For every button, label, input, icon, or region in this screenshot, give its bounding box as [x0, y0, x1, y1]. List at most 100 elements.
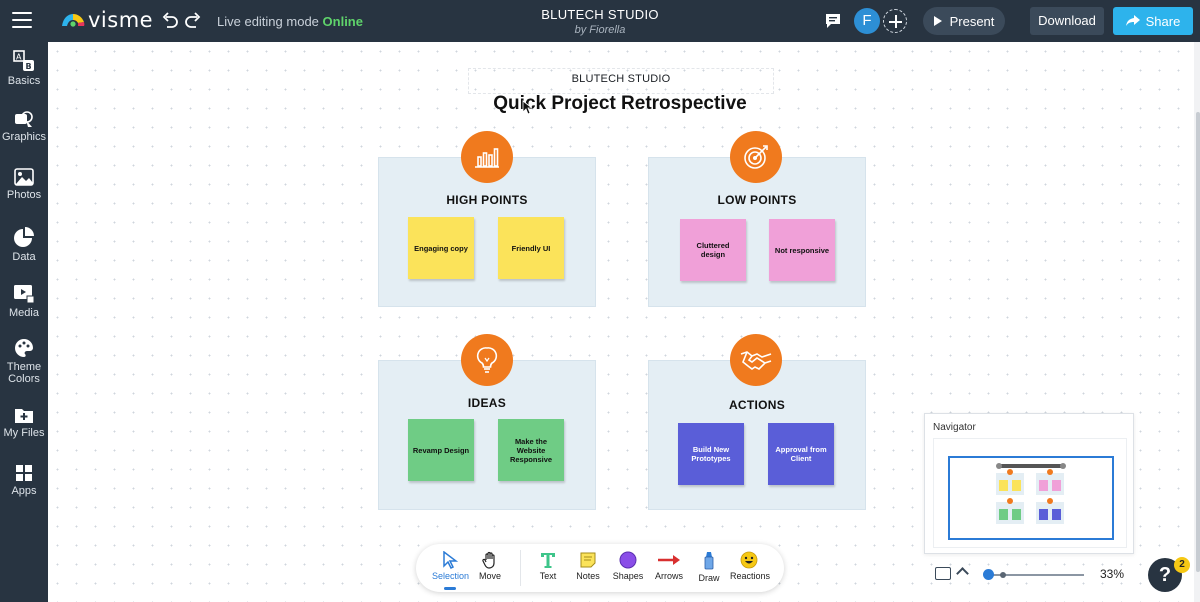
- zoom-controls: 33%: [924, 563, 1134, 587]
- tool-label: Notes: [576, 571, 600, 581]
- sidebar-item-theme-colors[interactable]: Theme Colors: [0, 338, 48, 385]
- navigator-title: Navigator: [933, 422, 976, 433]
- chevron-up-icon[interactable]: [956, 567, 969, 580]
- bar-chart-icon: [475, 148, 499, 168]
- sidebar-label-colors: Colors: [8, 373, 40, 385]
- document-author: by Fiorella: [574, 24, 626, 36]
- board-canvas[interactable]: [48, 42, 1194, 602]
- undo-icon[interactable]: [160, 10, 180, 30]
- circle-shape-icon: [619, 551, 637, 569]
- panel-title: ACTIONS: [728, 398, 786, 412]
- sidebar-item-my-files[interactable]: My Files: [0, 406, 48, 439]
- sidebar-item-media[interactable]: Media: [0, 284, 48, 319]
- share-button[interactable]: Share: [1113, 7, 1193, 35]
- panel-badge-low-points: [730, 131, 782, 183]
- present-label: Present: [949, 13, 995, 29]
- sticky-note[interactable]: Revamp Design: [408, 419, 474, 481]
- tool-move[interactable]: Move: [474, 551, 506, 581]
- navigator-minimap[interactable]: [933, 438, 1127, 548]
- photos-icon: [14, 168, 34, 186]
- navigator-panel[interactable]: Navigator: [924, 413, 1134, 554]
- tool-reactions[interactable]: Reactions: [730, 551, 771, 581]
- navigator-toggle-icon[interactable]: [935, 567, 951, 580]
- navigator-viewport[interactable]: [948, 456, 1114, 540]
- sticky-note[interactable]: Approval from Client: [768, 423, 834, 485]
- target-icon: [744, 145, 768, 169]
- left-sidebar: A B Basics Graphics Photos Data: [0, 42, 48, 602]
- board-title[interactable]: Quick Project Retrospective: [493, 93, 747, 114]
- sticky-note[interactable]: Build New Prototypes: [678, 423, 744, 485]
- sidebar-label: My Files: [3, 427, 45, 439]
- zoom-slider-handle[interactable]: [983, 569, 994, 580]
- basics-icon: A B: [13, 50, 34, 71]
- tool-label: Reactions: [730, 571, 771, 581]
- live-mode-label: Live editing mode: [217, 14, 319, 29]
- add-collaborator-icon[interactable]: [883, 9, 907, 33]
- board-company-name[interactable]: BLUTECH STUDIO: [571, 73, 671, 85]
- visme-logo-mark-icon: [62, 14, 85, 27]
- scrollbar-thumb[interactable]: [1196, 112, 1200, 572]
- tool-label: Selection: [432, 571, 470, 581]
- sidebar-label: Data: [12, 251, 36, 263]
- tool-text[interactable]: Text: [532, 551, 564, 581]
- tool-notes[interactable]: Notes: [572, 551, 604, 581]
- tool-selection[interactable]: Selection: [432, 551, 470, 581]
- tool-shapes[interactable]: Shapes: [612, 551, 644, 581]
- sticky-note-icon: [580, 552, 596, 568]
- top-bar: visme Live editing mode Online BLUTECH S…: [0, 0, 1200, 42]
- download-button[interactable]: Download: [1030, 7, 1104, 35]
- active-tool-indicator: [444, 587, 456, 590]
- sidebar-label: Media: [9, 307, 39, 319]
- tool-arrows[interactable]: Arrows: [652, 551, 686, 581]
- folder-icon: [15, 409, 33, 423]
- sticky-note[interactable]: Not responsive: [769, 219, 835, 281]
- mouse-cursor-icon: [522, 100, 532, 115]
- minimap-preview: [996, 463, 1066, 524]
- panel-title: LOW POINTS: [717, 193, 797, 207]
- sidebar-label: Graphics: [1, 131, 47, 143]
- media-icon: [14, 285, 35, 304]
- help-button[interactable]: ?: [1148, 558, 1182, 592]
- panel-title: HIGH POINTS: [446, 193, 528, 207]
- zoom-slider-track[interactable]: [986, 574, 1084, 576]
- tool-label: Move: [478, 571, 501, 581]
- sidebar-label: Basics: [7, 75, 41, 87]
- sticky-note[interactable]: Friendly UI: [498, 217, 564, 279]
- hand-icon: [482, 551, 495, 569]
- tool-draw[interactable]: Draw: [693, 551, 725, 583]
- sticky-note[interactable]: Cluttered design: [680, 219, 746, 281]
- sidebar-item-graphics[interactable]: Graphics: [0, 110, 48, 143]
- sidebar-item-photos[interactable]: Photos: [0, 168, 48, 201]
- selection-arrow-icon: [443, 551, 458, 569]
- sidebar-item-apps[interactable]: Apps: [0, 464, 48, 497]
- online-status: Online: [322, 14, 363, 29]
- apps-grid-icon: [16, 465, 32, 481]
- help-notification-badge: 2: [1174, 557, 1190, 573]
- share-label: Share: [1145, 13, 1181, 29]
- sidebar-item-basics[interactable]: A B Basics: [0, 50, 48, 87]
- emoji-icon: [740, 551, 758, 569]
- panel-badge-ideas: [461, 334, 513, 386]
- live-editing-status: Live editing mode Online: [217, 14, 363, 29]
- handshake-icon: [740, 351, 772, 370]
- svg-text:B: B: [26, 62, 32, 71]
- title-frame: [468, 68, 774, 94]
- sidebar-item-data[interactable]: Data: [0, 226, 48, 263]
- document-title[interactable]: BLUTECH STUDIO: [541, 7, 659, 22]
- pie-chart-icon: [14, 227, 34, 247]
- sticky-note[interactable]: Make the Website Responsive: [498, 419, 564, 481]
- tool-label: Draw: [698, 573, 720, 583]
- redo-icon[interactable]: [183, 10, 203, 30]
- play-icon: [933, 16, 942, 26]
- comments-icon[interactable]: [825, 13, 841, 29]
- hamburger-menu-icon[interactable]: [12, 12, 32, 30]
- panel-badge-high-points: [461, 131, 513, 183]
- arrow-icon: [658, 555, 680, 565]
- zoom-slider-mark: [1000, 572, 1006, 578]
- tool-label: Arrows: [654, 571, 683, 581]
- present-button[interactable]: Present: [923, 7, 1005, 35]
- panel-title: IDEAS: [467, 396, 507, 410]
- visme-logo[interactable]: visme: [60, 8, 153, 32]
- sticky-note[interactable]: Engaging copy: [408, 217, 474, 279]
- user-avatar[interactable]: F: [854, 8, 880, 34]
